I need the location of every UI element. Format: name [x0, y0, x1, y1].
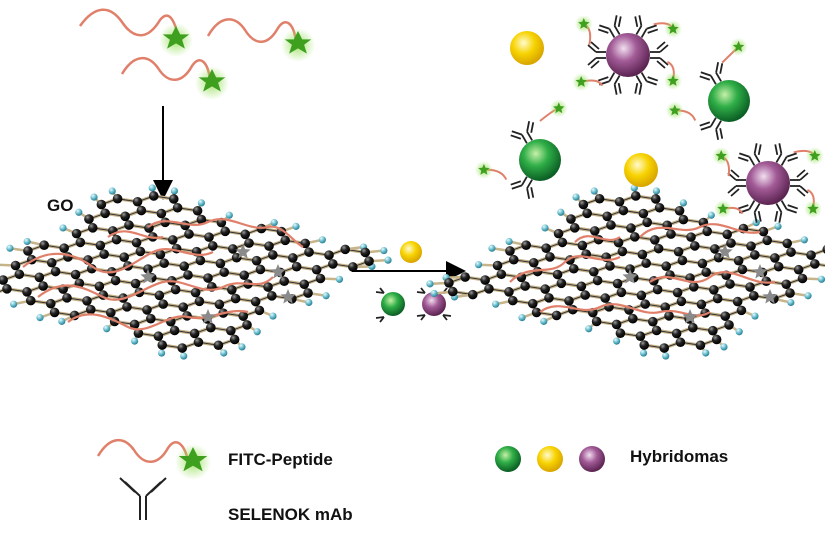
yellow-hybridoma — [624, 153, 658, 187]
green-hybridoma-complex — [665, 37, 750, 140]
yellow-hybridoma — [510, 31, 544, 65]
fitc-peptide — [78, 8, 193, 57]
hybridomas-label: Hybridomas — [630, 447, 729, 466]
fitc-star-icon — [140, 269, 156, 284]
fitc-peptide — [120, 57, 229, 100]
fitc-star-icon — [762, 289, 778, 304]
fitc-peptide-label: FITC-Peptide — [228, 450, 333, 469]
fitc-star-icon — [280, 289, 296, 304]
fitc-star-icon — [752, 264, 768, 279]
fitc-star-icon — [478, 163, 490, 175]
fitc-star-icon — [667, 23, 679, 34]
fitc-star-icon — [235, 244, 251, 259]
fitc-star-icon — [270, 264, 286, 279]
hybridoma-cell — [606, 33, 650, 77]
fitc-star-icon — [162, 26, 190, 49]
carbon-atoms — [0, 184, 392, 360]
legend — [96, 439, 605, 520]
fitc-peptide — [206, 18, 315, 62]
fitc-star-icon — [575, 76, 587, 87]
fitc-star-icon — [622, 269, 638, 284]
legend-fitc-peptide-icon — [96, 439, 211, 480]
fitc-star-icon — [553, 102, 565, 114]
selenok-mab-label: SELENOK mAb — [228, 505, 353, 524]
fitc-star-icon — [178, 447, 208, 472]
legend-yellow-cell — [537, 446, 563, 472]
fitc-star-icon — [200, 309, 216, 324]
fitc-star-icon — [717, 203, 729, 214]
purple-hybridoma-complex — [572, 15, 683, 95]
free-fitc-peptides — [78, 8, 315, 100]
fitc-star-icon — [807, 203, 819, 214]
antibody-icon — [119, 477, 167, 520]
legend-purple-cell — [579, 446, 605, 472]
adsorbed-peptides — [509, 223, 778, 324]
fitc-star-icon — [732, 40, 745, 52]
fitc-star-icon — [717, 244, 733, 259]
yellow-hybridoma — [400, 241, 422, 263]
purple-hybridoma-complex — [712, 143, 824, 223]
green-hybridoma-with-antibody — [375, 287, 405, 323]
hybridoma-cell — [708, 80, 750, 122]
legend-green-cell — [495, 446, 521, 472]
fitc-star-icon — [682, 309, 698, 324]
fitc-star-icon — [669, 104, 681, 116]
hybridoma-cell — [746, 161, 790, 205]
go-sheet-left — [0, 184, 392, 360]
adsorbed-peptides — [22, 218, 304, 331]
fitc-star-icon — [809, 150, 821, 161]
fitc-star-icon — [715, 150, 727, 161]
fitc-star-icon — [578, 18, 590, 29]
purple-hybridoma-with-antibody — [416, 287, 452, 321]
go-sheet-right — [426, 184, 825, 360]
fitc-star-icon — [284, 31, 312, 54]
hybridoma-cell — [519, 139, 561, 181]
fitc-star-icon — [198, 69, 226, 92]
fitc-star-icon — [667, 75, 679, 86]
green-hybridoma-complex — [474, 99, 568, 199]
go-label: GO — [47, 196, 74, 215]
